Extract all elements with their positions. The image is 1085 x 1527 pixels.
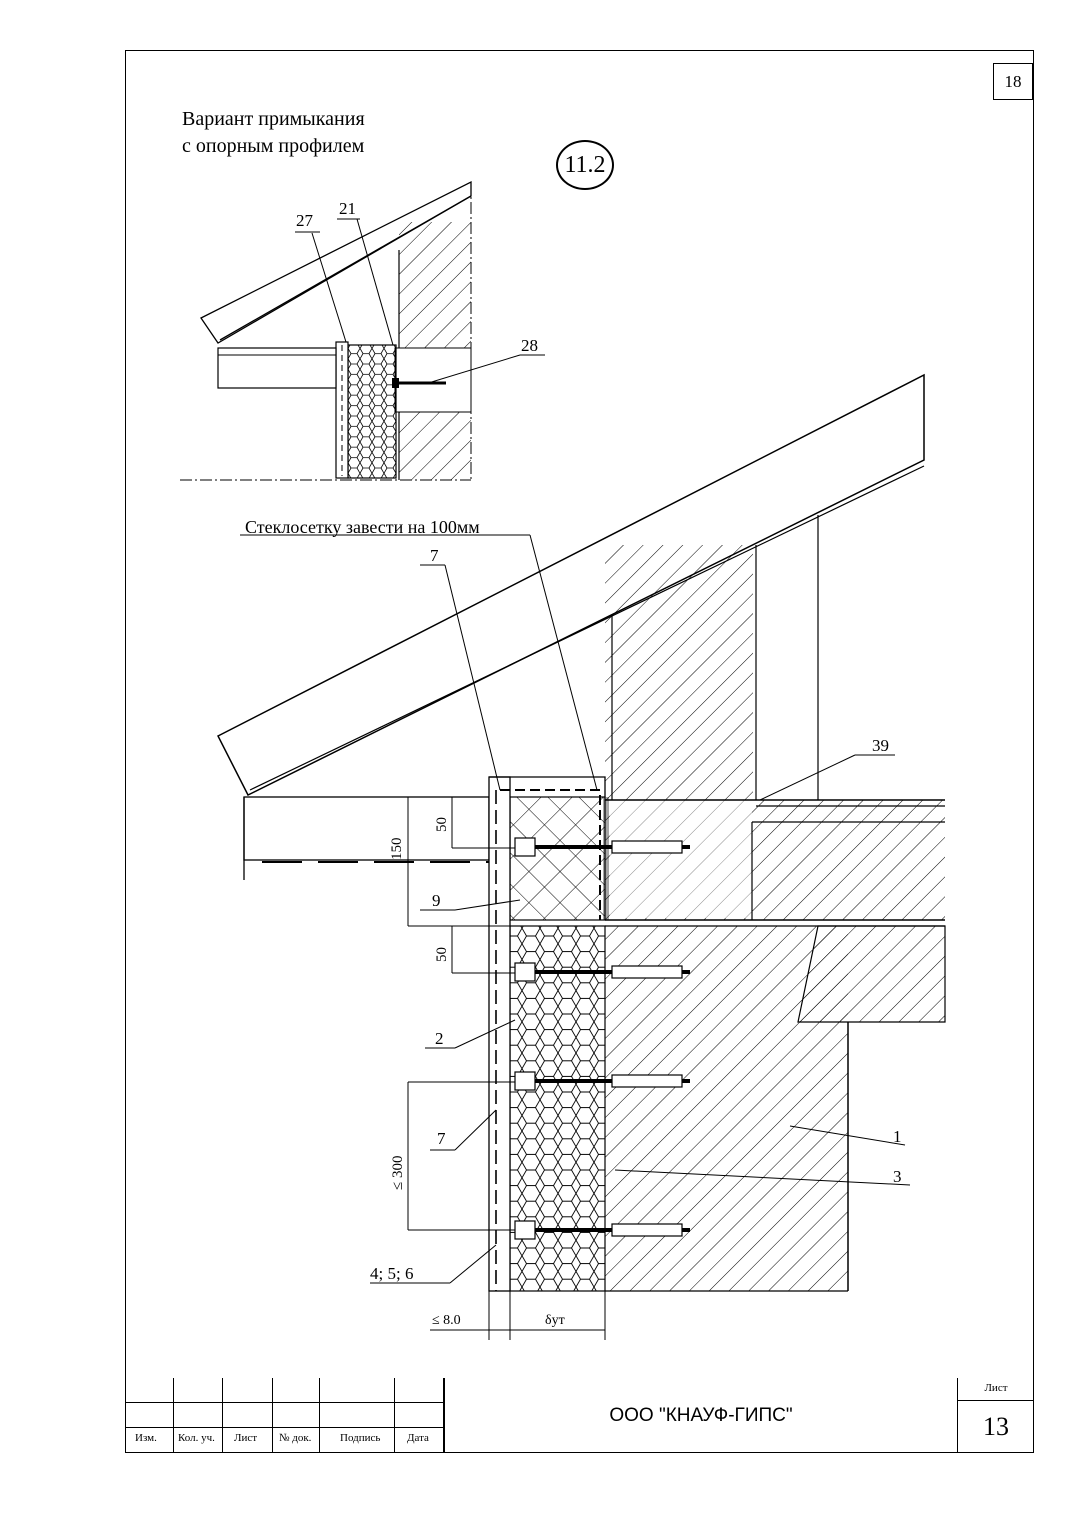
sheet-number-box: Лист 13 xyxy=(957,1378,1034,1453)
company-name: ООО "КНАУФ-ГИПС" xyxy=(444,1378,957,1453)
inset-detail xyxy=(180,180,545,481)
callout-7-top: 7 xyxy=(430,546,439,565)
variant-title-line2: с опорным профилем xyxy=(182,135,365,157)
variant-title: Вариант примыкания с опорным профилем xyxy=(182,106,365,160)
sheet-number: 13 xyxy=(983,1412,1009,1441)
mesh-note: Стеклосетку завести на 100мм xyxy=(245,517,480,537)
variant-title-line1: Вариант примыкания xyxy=(182,108,365,130)
stamp-head-doc: № док. xyxy=(279,1432,312,1444)
dim-50-low: 50 xyxy=(434,947,450,962)
stamp-head-izm: Изм. xyxy=(135,1432,157,1444)
callout-4-5-6: 4; 5; 6 xyxy=(370,1264,414,1283)
callout-21: 21 xyxy=(339,199,356,218)
dim-insulation-thickness: δут xyxy=(545,1313,565,1328)
callout-3: 3 xyxy=(893,1167,902,1186)
sheet-label: Лист xyxy=(958,1378,1034,1401)
drawing-frame xyxy=(125,50,1034,1453)
callout-39: 39 xyxy=(872,736,889,755)
stamp-head-kol: Кол. уч. xyxy=(178,1432,215,1444)
dim-150: 150 xyxy=(389,837,405,861)
callout-27: 27 xyxy=(296,211,313,230)
title-block-grid xyxy=(125,1378,444,1453)
callout-2: 2 xyxy=(435,1029,444,1048)
stamp-head-sign: Подпись xyxy=(340,1432,381,1444)
dim-50-top: 50 xyxy=(434,817,450,832)
callout-1: 1 xyxy=(893,1127,902,1146)
main-detail xyxy=(216,373,946,1340)
stamp-head-list: Лист xyxy=(234,1432,258,1444)
dim-render-thickness: ≤ 8.0 xyxy=(432,1313,461,1328)
callout-28: 28 xyxy=(521,336,538,355)
sheet-corner-number: 18 xyxy=(993,63,1033,100)
dim-300: ≤ 300 xyxy=(390,1155,406,1190)
callout-7-low: 7 xyxy=(437,1129,446,1148)
detail-mark: 11.2 xyxy=(556,140,614,190)
stamp-head-date: Дата xyxy=(407,1432,429,1444)
callout-9: 9 xyxy=(432,891,441,910)
